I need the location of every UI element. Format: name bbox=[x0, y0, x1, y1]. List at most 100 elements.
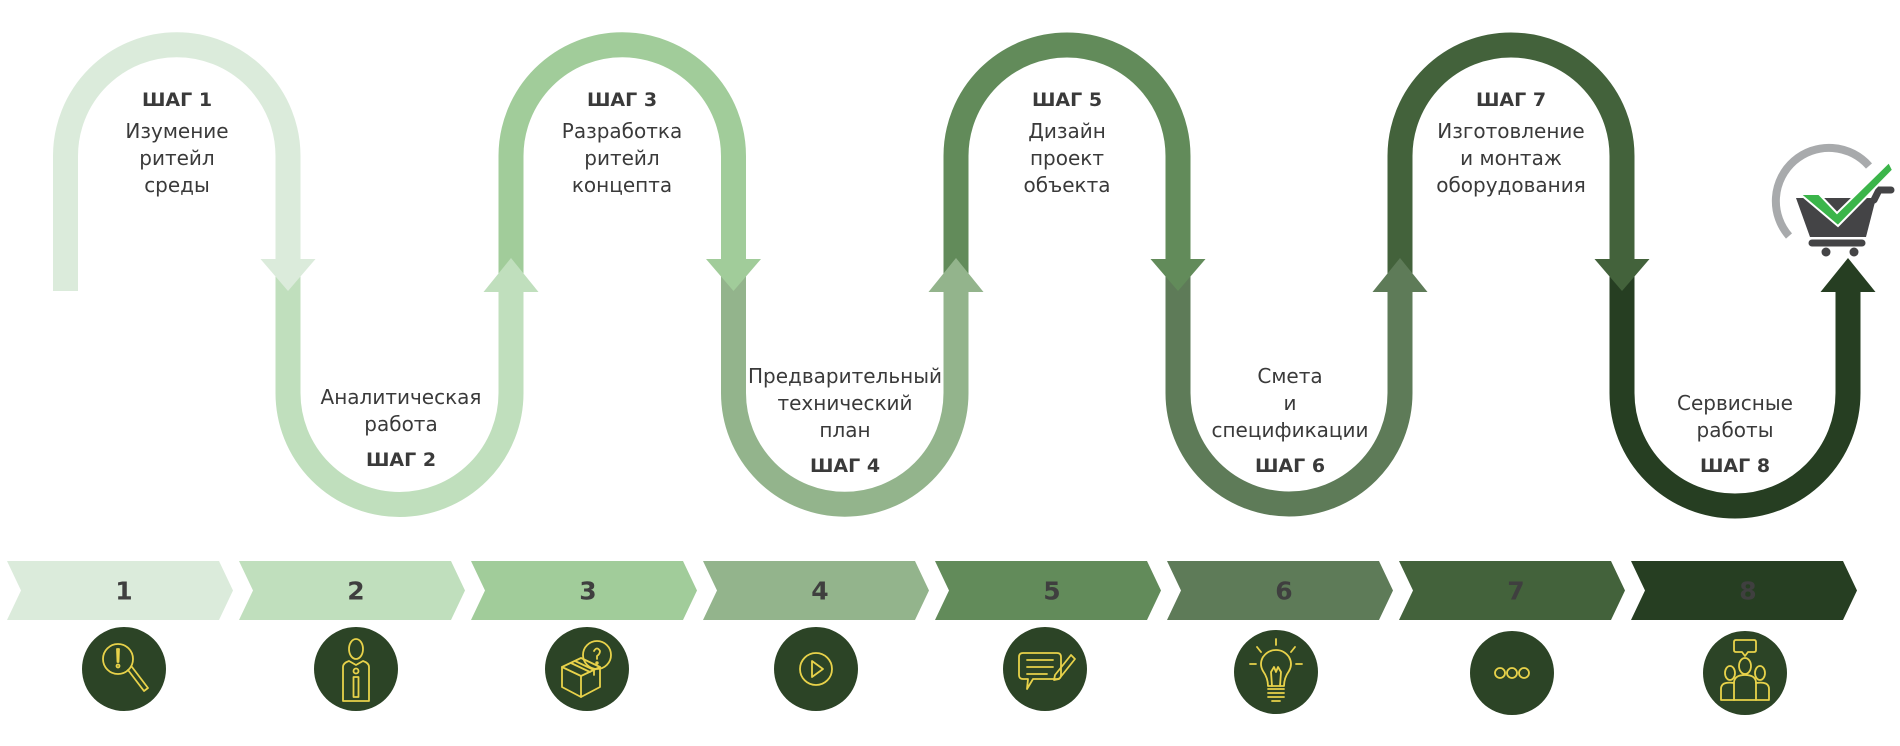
step-description: Предварительный технический план bbox=[735, 363, 955, 444]
step-3-text: ШАГ 3 Разработка ритейл концепта bbox=[512, 88, 732, 199]
step-description-line: Аналитическая bbox=[320, 385, 482, 409]
cart-gray-arc bbox=[1771, 143, 1873, 239]
step-path bbox=[721, 276, 969, 517]
chevron-shape bbox=[1399, 561, 1625, 620]
step-label: ШАГ 6 bbox=[1254, 455, 1326, 477]
chevron-number: 7 bbox=[1507, 577, 1524, 606]
step-label: ШАГ 1 bbox=[141, 89, 213, 111]
step-description-line: и bbox=[1283, 391, 1297, 415]
chevron-step-8: 8 bbox=[1631, 561, 1857, 620]
chat-edit-icon bbox=[1003, 627, 1087, 711]
icon-circle bbox=[774, 627, 858, 711]
team-discussion-icon bbox=[1703, 631, 1787, 715]
step-description-line: работа bbox=[364, 412, 438, 436]
cart-wheel bbox=[1821, 247, 1831, 257]
step-description: Смета и спецификации bbox=[1180, 363, 1400, 444]
arrow-up-icon bbox=[1820, 258, 1876, 292]
icon-row bbox=[82, 627, 1787, 715]
step-description-line: концепта bbox=[571, 173, 673, 197]
step-path bbox=[53, 32, 301, 291]
icon-circle bbox=[1703, 631, 1787, 715]
step-description: Изготовление и монтаж оборудования bbox=[1401, 118, 1621, 199]
chevron-shape bbox=[935, 561, 1161, 620]
chevron-step-5: 5 bbox=[935, 561, 1161, 620]
step-description-line: Разработка bbox=[561, 119, 683, 143]
step-3-segment bbox=[498, 32, 761, 291]
chevron-shape bbox=[7, 561, 233, 620]
step-description-line: работы bbox=[1696, 418, 1774, 442]
chevron-step-3: 3 bbox=[471, 561, 697, 620]
step-description-line: оборудования bbox=[1436, 173, 1586, 197]
step-description-line: Предварительный bbox=[748, 364, 942, 388]
step-7-segment bbox=[1387, 32, 1650, 291]
chevron-number: 6 bbox=[1275, 577, 1292, 606]
icon-circle bbox=[1003, 627, 1087, 711]
snake-path bbox=[53, 32, 1876, 519]
step-description: Сервисные работы bbox=[1625, 390, 1845, 444]
chevron-shape bbox=[1631, 561, 1857, 620]
step-description-line: ритейл bbox=[139, 146, 215, 170]
step-8-segment bbox=[1609, 258, 1876, 519]
arrow-up-icon bbox=[483, 258, 539, 292]
cart-checkmark-icon bbox=[1771, 143, 1895, 257]
more-dots-icon bbox=[1470, 631, 1554, 715]
step-label: ШАГ 5 bbox=[1031, 89, 1103, 111]
step-label: ШАГ 4 bbox=[809, 455, 881, 477]
chevron-shape bbox=[1167, 561, 1393, 620]
step-description-line: технический bbox=[777, 391, 913, 415]
chevron-step-2: 2 bbox=[239, 561, 465, 620]
step-path bbox=[1387, 32, 1635, 276]
play-circle-icon bbox=[774, 627, 858, 711]
chevron-number: 4 bbox=[811, 577, 828, 606]
chevron-step-6: 6 bbox=[1167, 561, 1393, 620]
step-description-line: среды bbox=[144, 173, 210, 197]
icon-circle bbox=[82, 627, 166, 711]
step-description-line: Дизайн bbox=[1028, 119, 1106, 143]
icon-circle bbox=[545, 627, 629, 711]
chevron-step-4: 4 bbox=[703, 561, 929, 620]
step-label: ШАГ 3 bbox=[586, 89, 658, 111]
step-4-segment bbox=[721, 258, 984, 517]
chevron-shape bbox=[471, 561, 697, 620]
lightbulb-icon bbox=[1234, 630, 1318, 714]
arrow-up-icon bbox=[1372, 258, 1428, 292]
step-6-segment bbox=[1165, 258, 1428, 517]
icon-circle bbox=[1470, 631, 1554, 715]
step-description-line: и монтаж bbox=[1460, 146, 1562, 170]
step-1-segment bbox=[53, 32, 316, 291]
step-description-line: план bbox=[819, 418, 871, 442]
person-info-icon bbox=[314, 627, 398, 711]
step-description-line: Смета bbox=[1257, 364, 1323, 388]
step-path bbox=[498, 32, 746, 276]
arrow-up-icon bbox=[928, 258, 984, 292]
chevron-number: 5 bbox=[1043, 577, 1060, 606]
step-description-line: ритейл bbox=[584, 146, 660, 170]
step-description-line: спецификации bbox=[1211, 418, 1369, 442]
step-description-line: Сервисные bbox=[1677, 391, 1793, 415]
chevron-shape bbox=[239, 561, 465, 620]
step-path bbox=[943, 32, 1191, 276]
step-description-line: проект bbox=[1029, 146, 1105, 170]
step-2-segment bbox=[275, 258, 539, 517]
step-label: ШАГ 8 bbox=[1699, 455, 1771, 477]
chevron-number: 8 bbox=[1739, 577, 1756, 606]
step-description: Аналитическая работа bbox=[291, 384, 511, 438]
chevron-step-1: 1 bbox=[7, 561, 233, 620]
checkmark bbox=[1797, 160, 1895, 228]
magnifier-exclamation-icon bbox=[82, 627, 166, 711]
cart-handle bbox=[1870, 186, 1895, 204]
chevron-step-7: 7 bbox=[1399, 561, 1625, 620]
step-description-line: Изготовление bbox=[1437, 119, 1585, 143]
cart-wheel bbox=[1849, 247, 1859, 257]
box-question-icon bbox=[545, 627, 629, 711]
step-path bbox=[275, 276, 524, 517]
chevron-shape bbox=[703, 561, 929, 620]
